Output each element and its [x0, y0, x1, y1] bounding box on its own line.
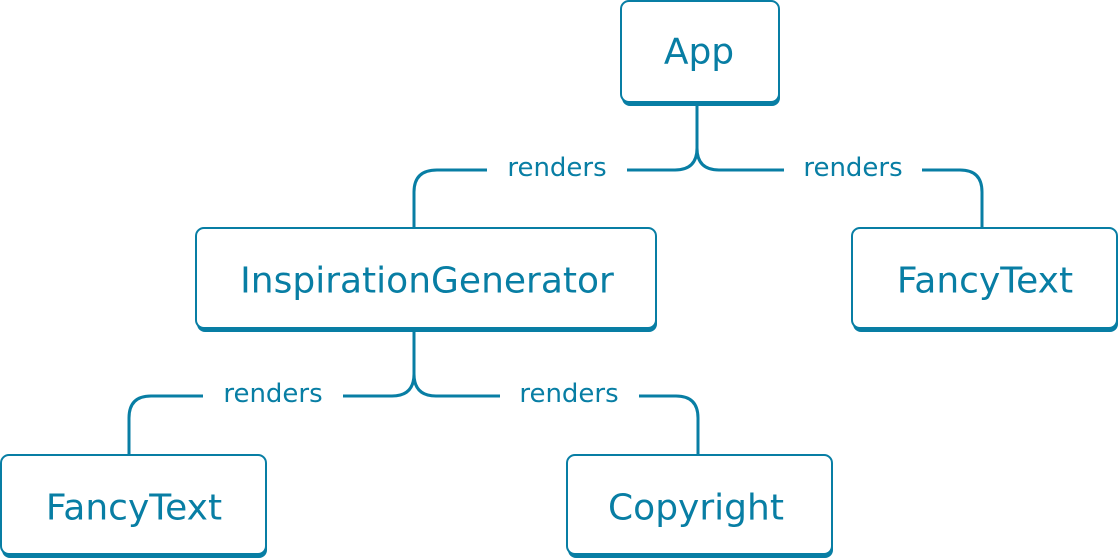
- node-app: App: [620, 0, 780, 106]
- edge-app-to-fancytext-right: [695, 147, 984, 228]
- node-label-fancytext-right: FancyText: [897, 261, 1073, 302]
- node-label-copyright: Copyright: [608, 488, 784, 529]
- node-fancytext-right: FancyText: [851, 227, 1118, 332]
- edge-label-inspiration-generator-to-fancytext-left: renders: [223, 379, 322, 409]
- edge-label-inspiration-generator-to-copyright: renders: [519, 379, 618, 409]
- edge-inspiration-generator-to-copyright: [412, 373, 700, 456]
- node-copyright: Copyright: [566, 454, 833, 558]
- node-inspiration-generator: InspirationGenerator: [195, 227, 657, 332]
- node-label-fancytext-left: FancyText: [46, 488, 222, 529]
- node-fancytext-left: FancyText: [0, 454, 267, 558]
- edges: renders renders renders renders: [127, 103, 984, 456]
- edge-label-app-to-inspiration-generator: renders: [507, 153, 606, 183]
- node-label-inspiration-generator: InspirationGenerator: [240, 261, 614, 302]
- edge-label-app-to-fancytext-right: renders: [803, 153, 902, 183]
- node-label-app: App: [664, 32, 734, 73]
